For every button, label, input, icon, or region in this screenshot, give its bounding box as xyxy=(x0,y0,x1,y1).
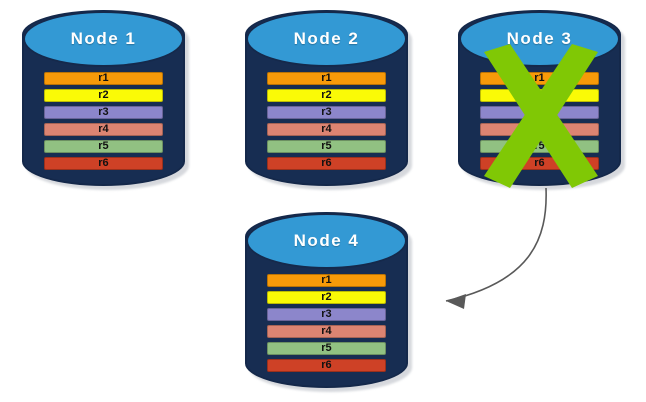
node-4-row-r6-label: r6 xyxy=(321,359,332,371)
node-4-rows: r1 r2 r3 r4 r5 r6 xyxy=(245,274,408,372)
node-2-row-r1[interactable]: r1 xyxy=(267,72,386,85)
node-1-row-r3[interactable]: r3 xyxy=(44,106,163,119)
node-3-row-r5-label: r5 xyxy=(534,140,545,152)
node-1-row-r6-label: r6 xyxy=(98,157,109,169)
node-1-row-r5-label: r5 xyxy=(98,140,109,152)
node-2-row-r6-label: r6 xyxy=(321,157,332,169)
node-4-row-r1-label: r1 xyxy=(321,274,332,286)
node-2-row-r2-label: r2 xyxy=(321,89,332,101)
node-4-row-r6[interactable]: r6 xyxy=(267,359,386,372)
node-1-row-r3-label: r3 xyxy=(98,106,109,118)
node-3[interactable]: Node 3 r1 r2 r3 r4 r5 r6 xyxy=(458,10,625,190)
replication-arrow-head xyxy=(446,294,466,309)
node-4-row-r4[interactable]: r4 xyxy=(267,325,386,338)
node-4-row-r1[interactable]: r1 xyxy=(267,274,386,287)
node-2-cap: Node 2 xyxy=(246,11,407,67)
node-3-row-r6-label: r6 xyxy=(534,157,545,169)
node-1-cap: Node 1 xyxy=(23,11,184,67)
node-1-row-r1-label: r1 xyxy=(98,72,109,84)
node-3-row-r2-label: r2 xyxy=(534,89,545,101)
node-2-row-r5-label: r5 xyxy=(321,140,332,152)
node-2-row-r2[interactable]: r2 xyxy=(267,89,386,102)
node-3-row-r6[interactable]: r6 xyxy=(480,157,599,170)
node-1[interactable]: Node 1 r1 r2 r3 r4 r5 r6 xyxy=(22,10,189,190)
replication-arrow-path xyxy=(445,187,547,302)
node-1-row-r2[interactable]: r2 xyxy=(44,89,163,102)
node-1-row-r5[interactable]: r5 xyxy=(44,140,163,153)
node-4-title: Node 4 xyxy=(293,231,360,250)
node-2-row-r5[interactable]: r5 xyxy=(267,140,386,153)
node-3-row-r3-label: r3 xyxy=(534,106,545,118)
node-4-cap: Node 4 xyxy=(246,213,407,269)
node-3-row-r2[interactable]: r2 xyxy=(480,89,599,102)
node-3-row-r4-label: r4 xyxy=(534,123,545,135)
node-3-rows: r1 r2 r3 r4 r5 r6 xyxy=(458,72,621,170)
node-3-title: Node 3 xyxy=(506,29,573,48)
node-3-row-r5[interactable]: r5 xyxy=(480,140,599,153)
node-1-title: Node 1 xyxy=(70,29,137,48)
node-1-row-r4-label: r4 xyxy=(98,123,109,135)
node-4-row-r3-label: r3 xyxy=(321,308,332,320)
node-2-row-r4-label: r4 xyxy=(321,123,332,135)
node-4-row-r4-label: r4 xyxy=(321,325,332,337)
node-2-rows: r1 r2 r3 r4 r5 r6 xyxy=(245,72,408,170)
node-3-row-r3[interactable]: r3 xyxy=(480,106,599,119)
node-4-row-r5[interactable]: r5 xyxy=(267,342,386,355)
node-2-title: Node 2 xyxy=(293,29,360,48)
node-4-row-r3[interactable]: r3 xyxy=(267,308,386,321)
node-4-row-r2[interactable]: r2 xyxy=(267,291,386,304)
node-3-row-r1[interactable]: r1 xyxy=(480,72,599,85)
node-2[interactable]: Node 2 r1 r2 r3 r4 r5 r6 xyxy=(245,10,412,190)
node-2-row-r4[interactable]: r4 xyxy=(267,123,386,136)
node-1-row-r1[interactable]: r1 xyxy=(44,72,163,85)
node-1-row-r2-label: r2 xyxy=(98,89,109,101)
node-3-row-r4[interactable]: r4 xyxy=(480,123,599,136)
node-3-row-r1-label: r1 xyxy=(534,72,545,84)
node-2-row-r3-label: r3 xyxy=(321,106,332,118)
node-4-row-r2-label: r2 xyxy=(321,291,332,303)
node-2-row-r1-label: r1 xyxy=(321,72,332,84)
node-3-cap: Node 3 xyxy=(459,11,620,67)
node-4-row-r5-label: r5 xyxy=(321,342,332,354)
node-2-row-r6[interactable]: r6 xyxy=(267,157,386,170)
node-1-rows: r1 r2 r3 r4 r5 r6 xyxy=(22,72,185,170)
node-4[interactable]: Node 4 r1 r2 r3 r4 r5 r6 xyxy=(245,212,412,392)
node-1-row-r4[interactable]: r4 xyxy=(44,123,163,136)
node-1-row-r6[interactable]: r6 xyxy=(44,157,163,170)
node-2-row-r3[interactable]: r3 xyxy=(267,106,386,119)
